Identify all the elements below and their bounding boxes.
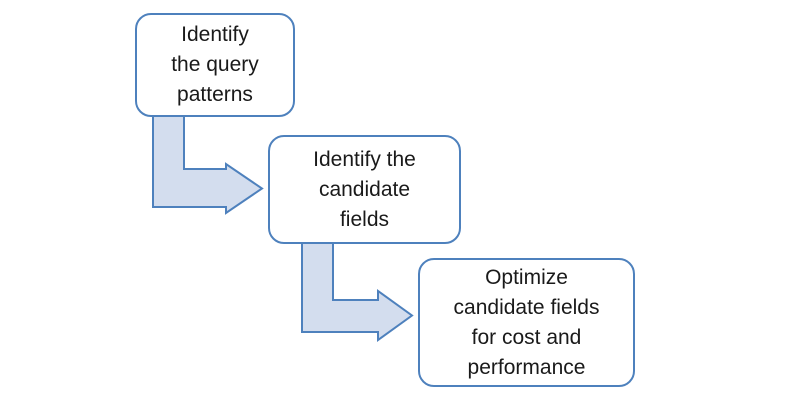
flow-step-2: Identify the candidate fields bbox=[268, 135, 461, 244]
flow-step-1-label: Identify the query patterns bbox=[171, 23, 259, 106]
bent-arrow-connector-2 bbox=[301, 237, 414, 342]
flow-step-1: Identify the query patterns bbox=[135, 13, 295, 117]
flow-step-2-label: Identify the candidate fields bbox=[313, 147, 416, 231]
bent-arrow-2-shape bbox=[301, 237, 414, 342]
bent-arrow-1-shape bbox=[152, 109, 264, 215]
bent-arrow-connector-1 bbox=[152, 109, 264, 215]
flow-step-3: Optimize candidate fields for cost and p… bbox=[418, 258, 635, 387]
flow-step-3-label: Optimize candidate fields for cost and p… bbox=[453, 265, 600, 379]
